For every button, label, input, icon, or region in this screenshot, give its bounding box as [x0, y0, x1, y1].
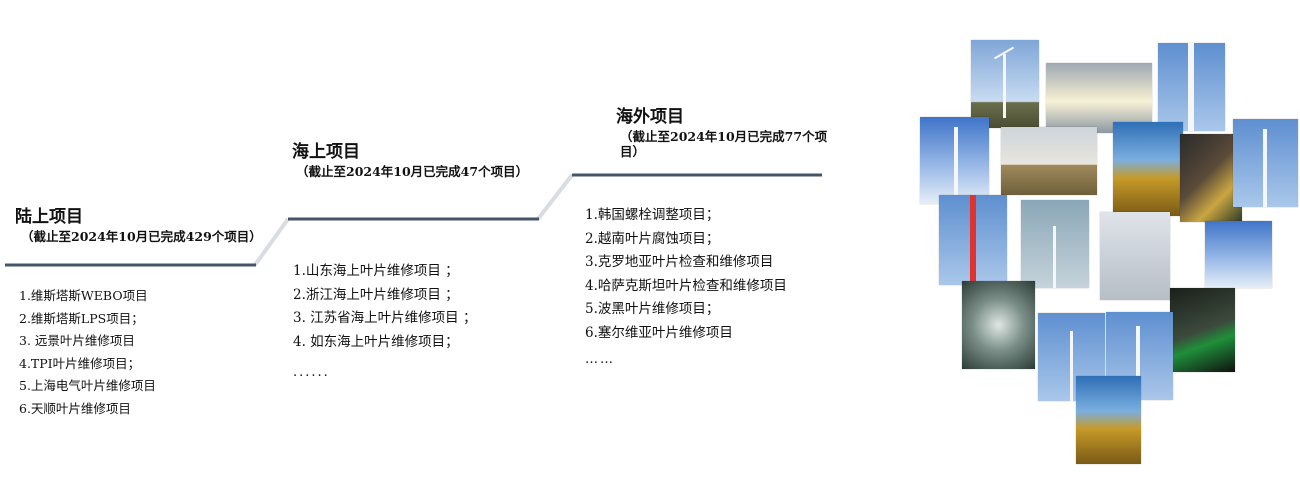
onshore-subtitle: （截止至2024年10月已完成429个项目） [21, 229, 262, 244]
tower-repair-photo [1113, 122, 1183, 216]
technician-photo [1180, 134, 1242, 222]
turbine-photo [971, 40, 1039, 128]
overseas-more: …… [585, 352, 615, 367]
list-item: 2.浙江海上叶片维修项目 ； [293, 286, 459, 303]
list-item: 4. 如东海上叶片维修项目； [293, 333, 459, 350]
blade-inspection-photo [939, 195, 1007, 285]
onshore-section: 陆上项目 （截止至2024年10月已完成429个项目） [15, 207, 262, 244]
list-item: 3. 江苏省海上叶片维修项目 ； [293, 310, 477, 326]
list-item: 4.哈萨克斯坦叶片检查和维修项目 [585, 277, 787, 294]
overseas-list: 1.韩国螺栓调整项目； 2.越南叶片腐蚀项目； 3.克罗地亚叶片检查和维修项目 … [585, 204, 787, 345]
offshore-title: 海上项目 [292, 142, 360, 162]
list-item: 4.TPI叶片维修项目； [19, 355, 141, 371]
offshore-list: 1.山东海上叶片维修项目 ； 2.浙江海上叶片维修项目 ； 3. 江苏省海上叶片… [293, 260, 476, 354]
list-item: 5.上海电气叶片维修项目 [19, 378, 156, 393]
onshore-title: 陆上项目 [15, 207, 83, 227]
list-item: 1.山东海上叶片维修项目 ； [293, 263, 459, 279]
step-connector-1 [253, 217, 290, 267]
rope-access-photo [1100, 212, 1170, 300]
step-connector-2 [536, 173, 574, 221]
turbine-photo [1021, 200, 1089, 288]
list-item: 1.维斯塔斯WEBO项目 [19, 288, 148, 303]
turbine-photo [920, 117, 989, 204]
offshore-subtitle: （截止至2024年10月已完成47个项目） [296, 164, 529, 179]
turbine-tower-photo [1158, 43, 1225, 131]
sea-fog-photo [1046, 63, 1152, 133]
offshore-section: 海上项目 （截止至2024年10月已完成47个项目） [292, 142, 532, 179]
list-item: 6.塞尔维亚叶片维修项目 [585, 324, 733, 341]
turbine-photo [1233, 119, 1298, 207]
list-item: 3. 远景叶片维修项目 [19, 333, 135, 348]
blade-photo [1205, 221, 1272, 288]
overseas-title: 海外项目 [616, 107, 684, 127]
tower-climb-photo [1076, 376, 1141, 464]
list-item: 6.天顺叶片维修项目 [19, 400, 131, 416]
list-item: 1.韩国螺栓调整项目； [585, 207, 720, 223]
offshore-more: ...... [293, 365, 330, 380]
overseas-subtitle: （截止至2024年10月已完成77个项目） [620, 129, 828, 159]
list-item: 3.克罗地亚叶片检查和维修项目 [585, 254, 774, 270]
onshore-list: 1.维斯塔斯WEBO项目 2.维斯塔斯LPS项目； 3. 远景叶片维修项目 4.… [19, 285, 156, 420]
equipment-photo [1170, 288, 1235, 372]
list-item: 2.维斯塔斯LPS项目； [19, 310, 144, 326]
blade-interior-photo [962, 281, 1035, 369]
blade-photo [1001, 127, 1097, 195]
list-item: 5.波黑叶片维修项目； [585, 301, 720, 317]
overseas-section: 海外项目 （截止至2024年10月已完成77个项目） [616, 107, 831, 159]
list-item: 2.越南叶片腐蚀项目； [585, 230, 720, 247]
